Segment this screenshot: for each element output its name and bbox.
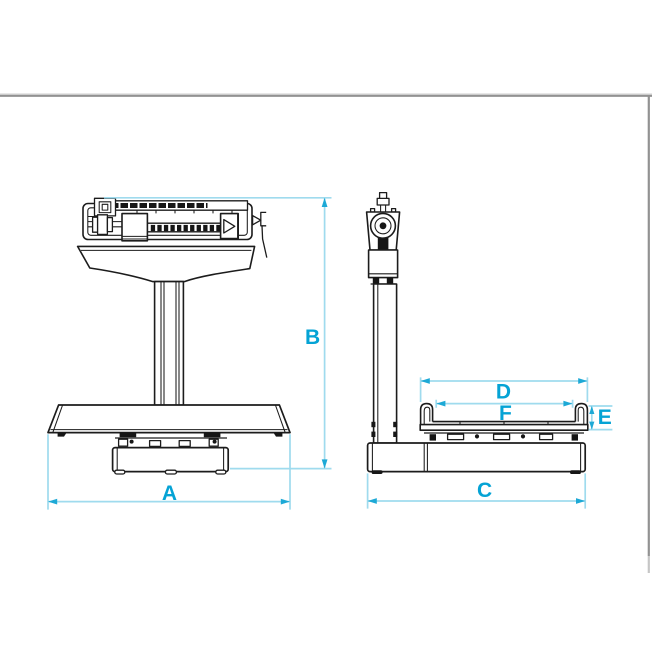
- platform-front: [47, 404, 291, 438]
- lever-frame-side: [424, 432, 584, 441]
- dimension-c-ext: [366, 473, 587, 509]
- front-view: [47, 197, 291, 475]
- foot: [215, 469, 227, 475]
- dimension-f: F: [435, 399, 574, 425]
- scale-column-side: [371, 283, 398, 444]
- side-view: [365, 191, 589, 474]
- dimension-d: D: [419, 377, 589, 404]
- dimension-c-label: C: [477, 479, 492, 502]
- dimension-a: A: [47, 434, 291, 510]
- dimension-f-label: F: [499, 402, 512, 425]
- head-cover: [76, 245, 256, 283]
- foot: [371, 470, 383, 474]
- tray-lip-left: [419, 402, 434, 425]
- dimension-e-label: E: [598, 406, 612, 429]
- base-side: [366, 442, 587, 474]
- beam-pointer: [219, 211, 268, 258]
- notched-bar: [147, 222, 221, 233]
- scale-column-front: [153, 280, 185, 407]
- foot: [114, 469, 126, 475]
- dimension-d-label: D: [496, 381, 511, 404]
- center-block: [121, 212, 149, 242]
- trig-wire: [261, 225, 268, 258]
- tray-side: [419, 402, 589, 432]
- base-front: [111, 446, 230, 475]
- dimension-b: B: [104, 196, 332, 470]
- trig-pointer: [251, 214, 262, 226]
- bar-ticks: [136, 210, 233, 214]
- beam-assembly: [76, 197, 268, 283]
- tray-lip-right: [574, 402, 589, 425]
- page-frame: [0, 93, 652, 573]
- dimension-a-label: A: [162, 482, 177, 505]
- foot: [570, 470, 581, 474]
- poise-weight: [88, 214, 122, 236]
- dimension-c: C: [366, 473, 587, 509]
- dimension-e: E: [588, 405, 613, 431]
- dimension-b-label: B: [305, 326, 320, 349]
- lever-frame-front: [115, 437, 227, 448]
- dimension-a-ext: [47, 434, 291, 510]
- foot: [164, 469, 178, 475]
- pivot-assembly: [365, 191, 401, 285]
